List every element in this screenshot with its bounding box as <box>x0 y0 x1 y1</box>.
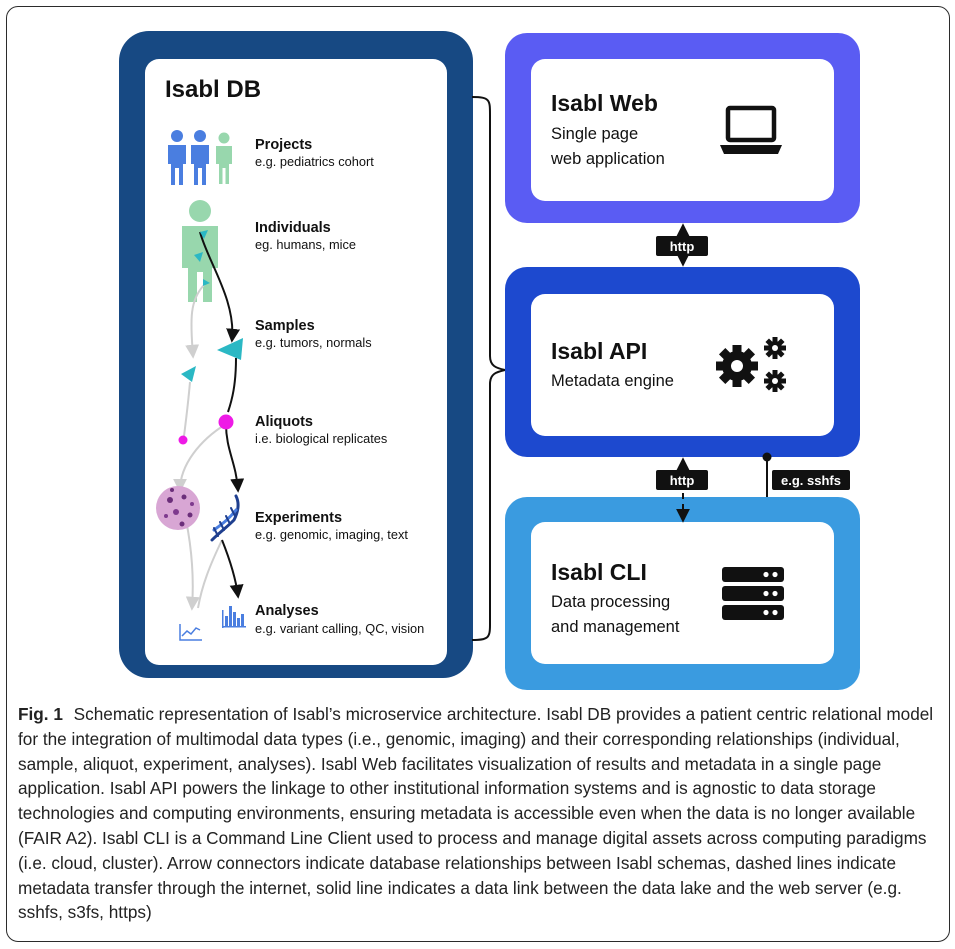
figure-label: Fig. 1 <box>18 704 63 724</box>
sshfs-tag-label: e.g. sshfs <box>781 473 841 488</box>
db-panel-inner <box>145 59 447 665</box>
api-panel: Isabl API Metadata engine <box>505 267 860 457</box>
figure-caption: Fig. 1 Schematic representation of Isabl… <box>18 702 943 925</box>
db-title: Isabl DB <box>165 76 261 103</box>
web-desc-line2: web application <box>550 150 665 168</box>
sample-markers-small <box>194 230 210 286</box>
db-panel: Isabl DB <box>119 31 473 678</box>
lineage-connectors <box>173 231 245 611</box>
cli-panel: Isabl CLI Data processing and management <box>505 497 860 690</box>
http-connector-api-cli: http <box>656 457 708 523</box>
laptop-icon <box>720 105 782 154</box>
web-title: Isabl Web <box>551 90 658 116</box>
db-item-name: Individuals <box>255 220 331 236</box>
architecture-diagram: Isabl DB <box>119 31 860 690</box>
db-item-analyses: Analyses e.g. variant calling, QC, visio… <box>255 603 424 636</box>
db-item-name: Projects <box>255 137 312 153</box>
api-panel-inner <box>531 294 834 436</box>
figure-caption-text: Schematic representation of Isabl’s micr… <box>18 704 934 923</box>
db-item-individuals: Individuals eg. humans, mice <box>255 220 356 252</box>
sample-triangle-small-icon <box>181 366 196 382</box>
db-item-name: Aliquots <box>255 414 313 430</box>
gears-icon <box>716 337 786 392</box>
db-item-desc: e.g. pediatrics cohort <box>255 154 374 169</box>
http-connector-web-api: http <box>656 223 708 267</box>
db-item-desc: e.g. variant calling, QC, vision <box>255 621 424 636</box>
db-item-samples: Samples e.g. tumors, normals <box>255 318 372 350</box>
cli-desc-line1: Data processing <box>551 593 670 611</box>
cli-panel-inner <box>531 522 834 664</box>
db-api-bracket <box>471 96 506 641</box>
histology-image-icon <box>156 486 200 530</box>
projects-icon <box>168 130 232 185</box>
http-tag <box>656 236 708 256</box>
db-item-name: Experiments <box>255 510 342 526</box>
api-desc-line1: Metadata engine <box>551 372 674 390</box>
dna-icon <box>210 494 240 542</box>
db-item-name: Analyses <box>255 603 319 619</box>
db-item-desc: eg. humans, mice <box>255 237 356 252</box>
bar-chart-icon <box>222 606 246 628</box>
db-item-experiments: Experiments e.g. genomic, imaging, text <box>255 510 408 542</box>
aliquot-dot-small-icon <box>178 435 188 445</box>
figure-frame <box>6 6 950 942</box>
web-desc-line1: Single page <box>551 125 638 143</box>
sample-triangle-icon <box>217 338 243 360</box>
http-tag-label: http <box>670 473 695 488</box>
http-tag <box>656 470 708 490</box>
web-panel: Isabl Web Single page web application <box>505 33 860 223</box>
db-item-desc: i.e. biological replicates <box>255 431 387 446</box>
server-icon <box>722 567 784 620</box>
db-item-desc: e.g. genomic, imaging, text <box>255 527 408 542</box>
sshfs-connector: e.g. sshfs <box>762 452 850 497</box>
line-chart-icon <box>179 624 202 641</box>
db-item-desc: e.g. tumors, normals <box>255 335 372 350</box>
cli-desc-line2: and management <box>551 618 680 636</box>
db-item-projects: Projects e.g. pediatrics cohort <box>255 137 374 169</box>
cli-title: Isabl CLI <box>551 559 647 585</box>
api-title: Isabl API <box>551 338 647 364</box>
web-panel-inner <box>531 59 834 201</box>
http-tag-label: http <box>670 239 695 254</box>
db-item-name: Samples <box>255 318 315 334</box>
sshfs-tag <box>772 470 850 490</box>
db-item-aliquots: Aliquots i.e. biological replicates <box>255 414 387 446</box>
aliquot-dot-icon <box>218 414 234 430</box>
